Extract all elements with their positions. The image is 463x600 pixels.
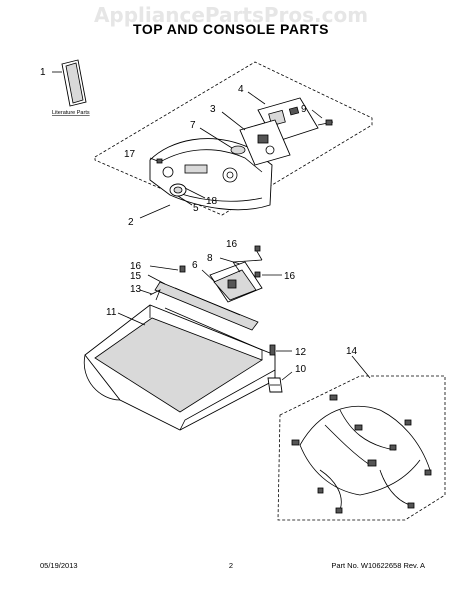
- callout-4: 4: [238, 84, 244, 95]
- callout-14: 14: [346, 346, 358, 357]
- callout-11: 11: [106, 307, 117, 318]
- mounting-bracket: [209, 259, 263, 303]
- callout-15: 15: [130, 271, 142, 282]
- screw-16-left: [179, 265, 186, 273]
- callout-9: 9: [301, 104, 307, 115]
- clip-13: [149, 289, 161, 301]
- console-lens: [230, 145, 246, 155]
- page-title: TOP AND CONSOLE PARTS: [133, 21, 329, 37]
- literature-parts-booklet: [52, 59, 87, 107]
- footer-page-number: 2: [229, 561, 233, 570]
- screw-16-right: [254, 271, 261, 278]
- callout-16-upper: 16: [226, 239, 238, 250]
- callout-3: 3: [210, 104, 216, 115]
- callout-10: 10: [295, 364, 307, 375]
- dryer-top-panel: [83, 304, 276, 431]
- callout-17: 17: [124, 149, 136, 160]
- literature-parts-label: Literature Parts: [52, 110, 90, 116]
- callout-12: 12: [295, 347, 307, 358]
- callout-18: 18: [206, 196, 218, 207]
- console-assembly-outline: [94, 61, 373, 216]
- wire-harness: [291, 394, 432, 514]
- callout-7: 7: [190, 120, 196, 131]
- callout-6: 6: [192, 260, 198, 271]
- wire-harness-outline: [277, 375, 446, 521]
- watermark: AppliancePartsPros.com: [94, 3, 368, 27]
- screw-16-upper: [254, 245, 263, 261]
- callout-16-left: 16: [130, 261, 142, 272]
- callout-2: 2: [128, 217, 134, 228]
- screw-17: [149, 157, 163, 164]
- user-interface-board: [239, 119, 291, 166]
- callout-13: 13: [130, 284, 142, 295]
- footer-date: 05/19/2013: [40, 561, 78, 570]
- callout-1: 1: [40, 67, 46, 78]
- clip-10: [267, 377, 283, 393]
- control-knob: [169, 183, 187, 197]
- screw-12: [269, 344, 276, 356]
- callout-8: 8: [207, 253, 213, 264]
- hinge-strip: [154, 281, 259, 331]
- screw-9: [317, 119, 334, 126]
- callout-16-right: 16: [284, 271, 296, 282]
- callout-5: 5: [193, 203, 199, 214]
- footer-part-number: Part No. W10622658 Rev. A: [331, 561, 425, 570]
